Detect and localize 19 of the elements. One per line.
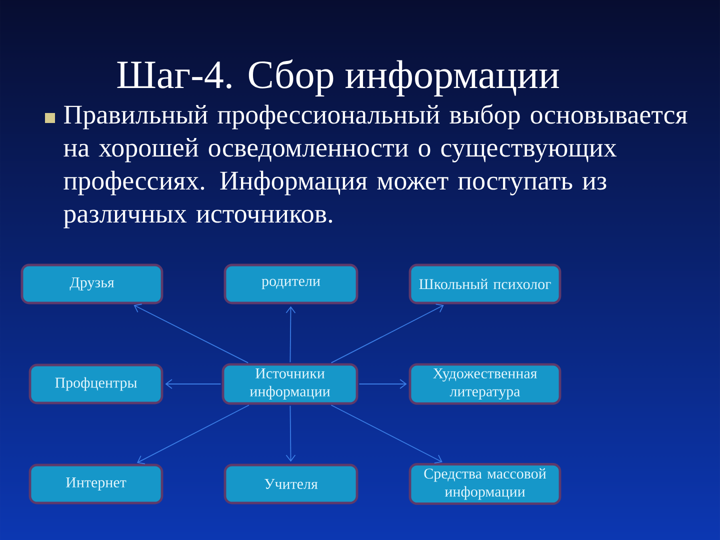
rounded-box: Источники информации <box>222 363 358 405</box>
arrow <box>286 306 296 363</box>
rounded-box: Друзья <box>20 264 164 304</box>
arrow <box>165 379 222 389</box>
rounded-box: Художественная литература <box>408 363 562 405</box>
rounded-box: Средства массовой информации <box>408 463 562 505</box>
rounded-box: Профцентры <box>28 364 164 404</box>
rounded-box: Учителя <box>224 464 358 504</box>
arrow <box>330 404 442 464</box>
rounded-box: Интернет <box>28 464 164 504</box>
arrow <box>358 379 407 389</box>
bullet-text: Правильный профессиональный выбор основывается на хорошей осведомленности о существующих профессиях. Информация может поступать из различных источников. <box>64 104 688 228</box>
arrow <box>134 304 249 364</box>
arrow <box>286 405 296 462</box>
arrow <box>330 304 444 364</box>
title: Шаг-4. Сбор информации <box>117 59 559 96</box>
rounded-box: Школьный психолог <box>408 264 562 304</box>
arrow <box>136 404 250 464</box>
rounded-box: родители <box>224 264 358 304</box>
